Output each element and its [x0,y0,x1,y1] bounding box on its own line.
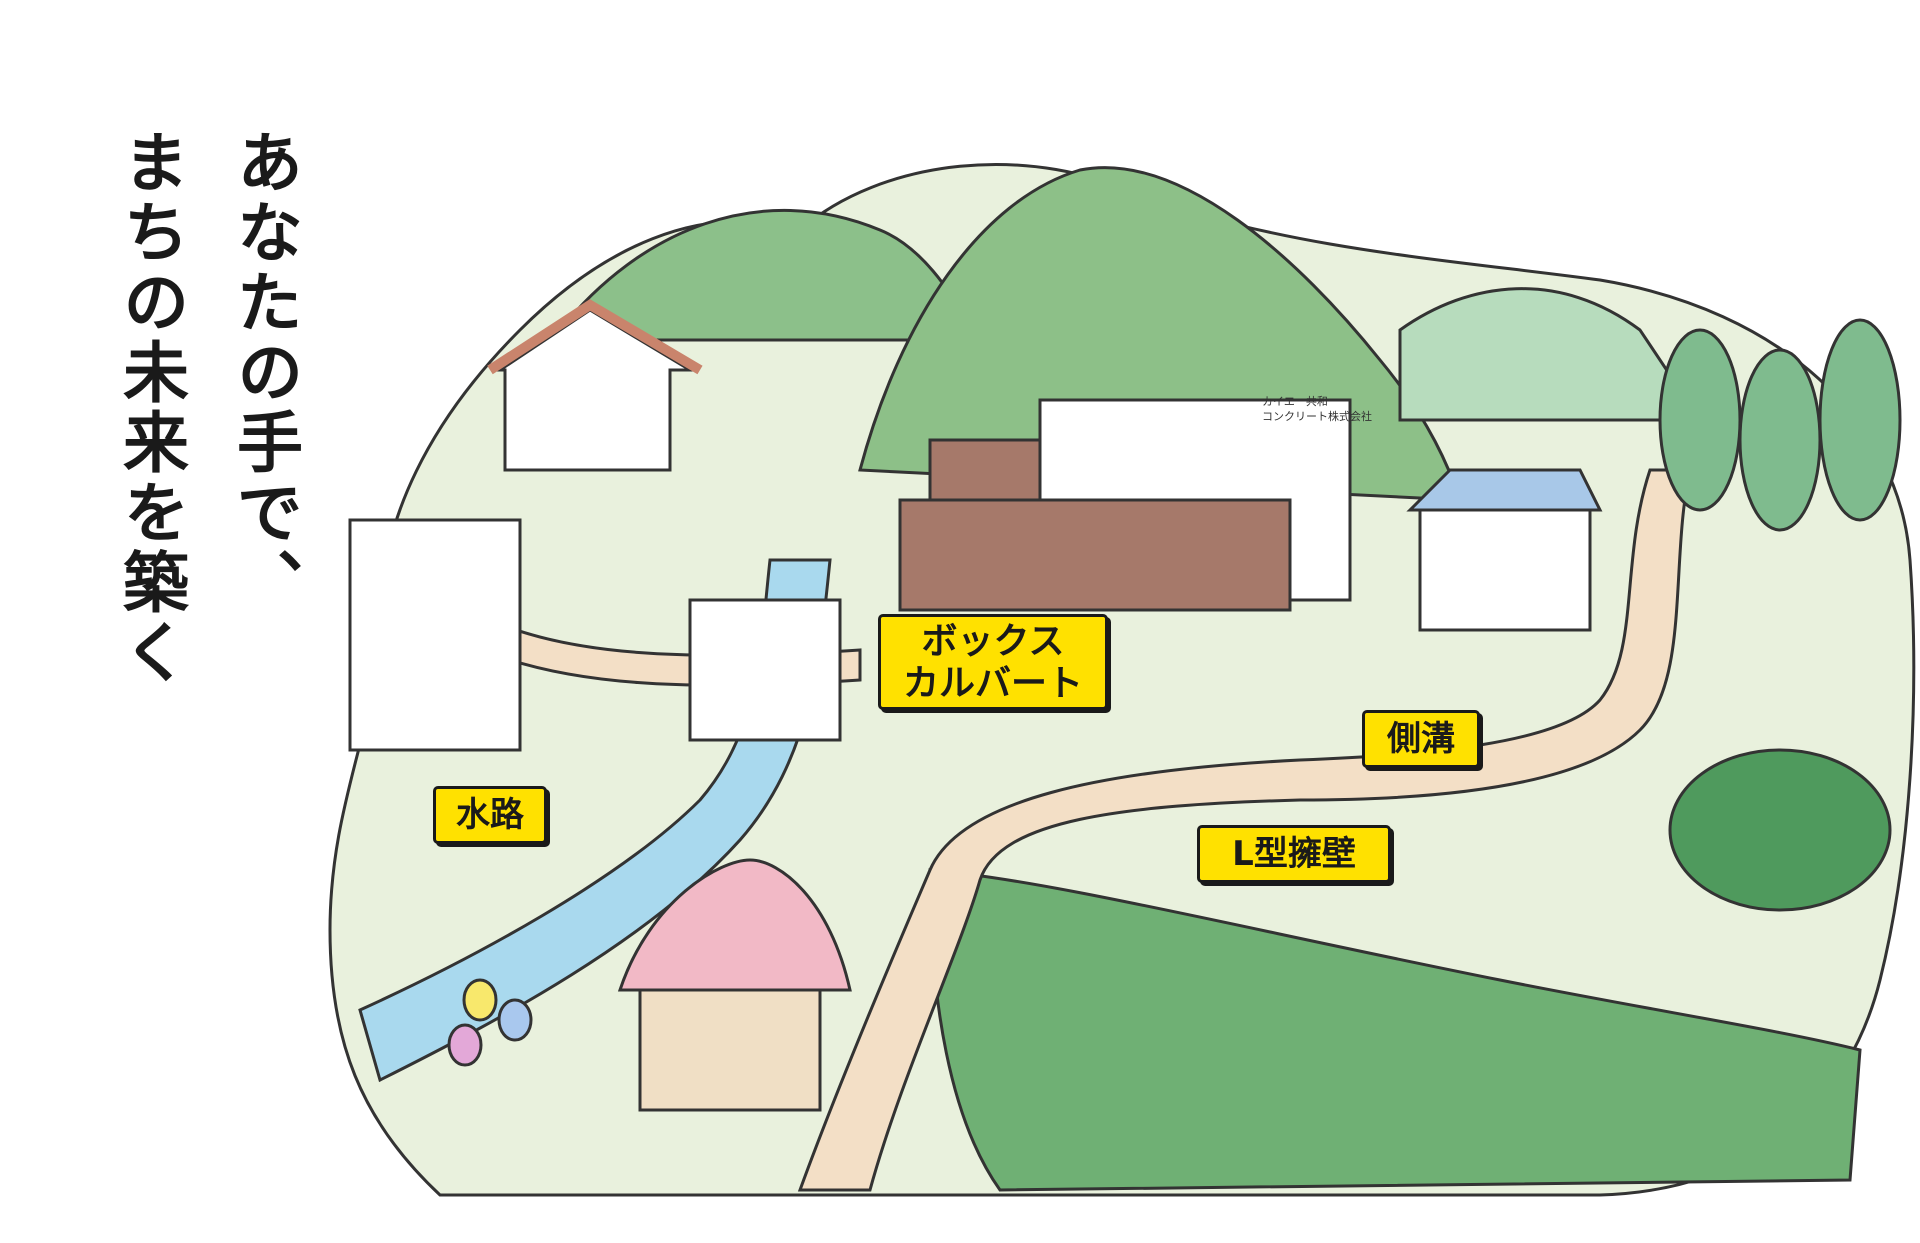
hill-right [1398,287,1703,422]
market-stall [617,858,852,992]
cottage-blue-roof [1418,508,1592,632]
meadow [928,868,1862,1192]
balloons [447,978,533,1067]
label-side-ditch: 側溝 [1362,710,1480,768]
company-sign-line-2: コンクリート株式会社 [1262,409,1372,423]
headline-line-2: まちの未来を築く [112,128,189,688]
label-box-culvert-line-2: カルバート [902,663,1083,704]
box-culvert-bridge [688,598,842,742]
label-l-type-retaining-wall: L型擁壁 [1197,825,1391,883]
office-annex [898,498,1292,612]
apartment-building [348,518,522,752]
trees-right [1658,318,1902,912]
label-box-culvert-line-1: ボックス [921,621,1065,662]
headline-line-1: あなたの手で、 [226,128,303,618]
label-waterway: 水路 [433,786,547,844]
label-box-culvert: ボックス カルバート [878,614,1108,710]
company-sign-line-1: カイエー共和 [1262,395,1328,408]
